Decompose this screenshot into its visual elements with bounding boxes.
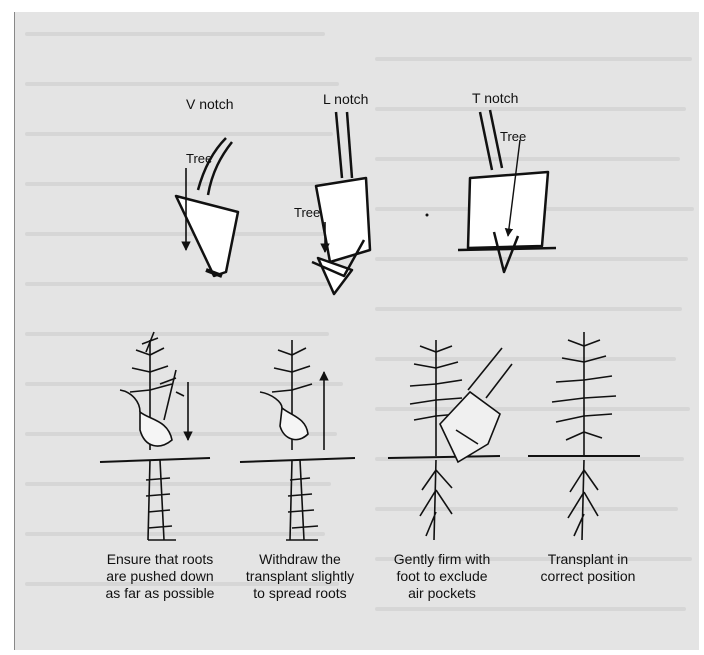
- step4-transplant: [552, 332, 616, 540]
- step3-transplant: [410, 340, 512, 540]
- step1-transplant: [120, 332, 184, 540]
- t-tree-label: Tree: [500, 128, 526, 145]
- step2-transplant: [260, 340, 318, 540]
- ground-lines: [100, 456, 640, 462]
- step2-caption: Withdraw the transplant slightly to spre…: [230, 551, 370, 602]
- l-notch-label: L notch: [323, 91, 368, 108]
- t-notch-label: T notch: [472, 90, 518, 107]
- l-notch-spade: [312, 112, 370, 294]
- step1-caption: Ensure that roots are pushed down as far…: [90, 551, 230, 602]
- step4-caption: Transplant in correct position: [518, 551, 658, 585]
- l-tree-label: Tree: [294, 204, 320, 221]
- v-tree-label: Tree: [186, 150, 212, 167]
- step3-caption: Gently firm with foot to exclude air poc…: [372, 551, 512, 602]
- v-notch-label: V notch: [186, 96, 233, 113]
